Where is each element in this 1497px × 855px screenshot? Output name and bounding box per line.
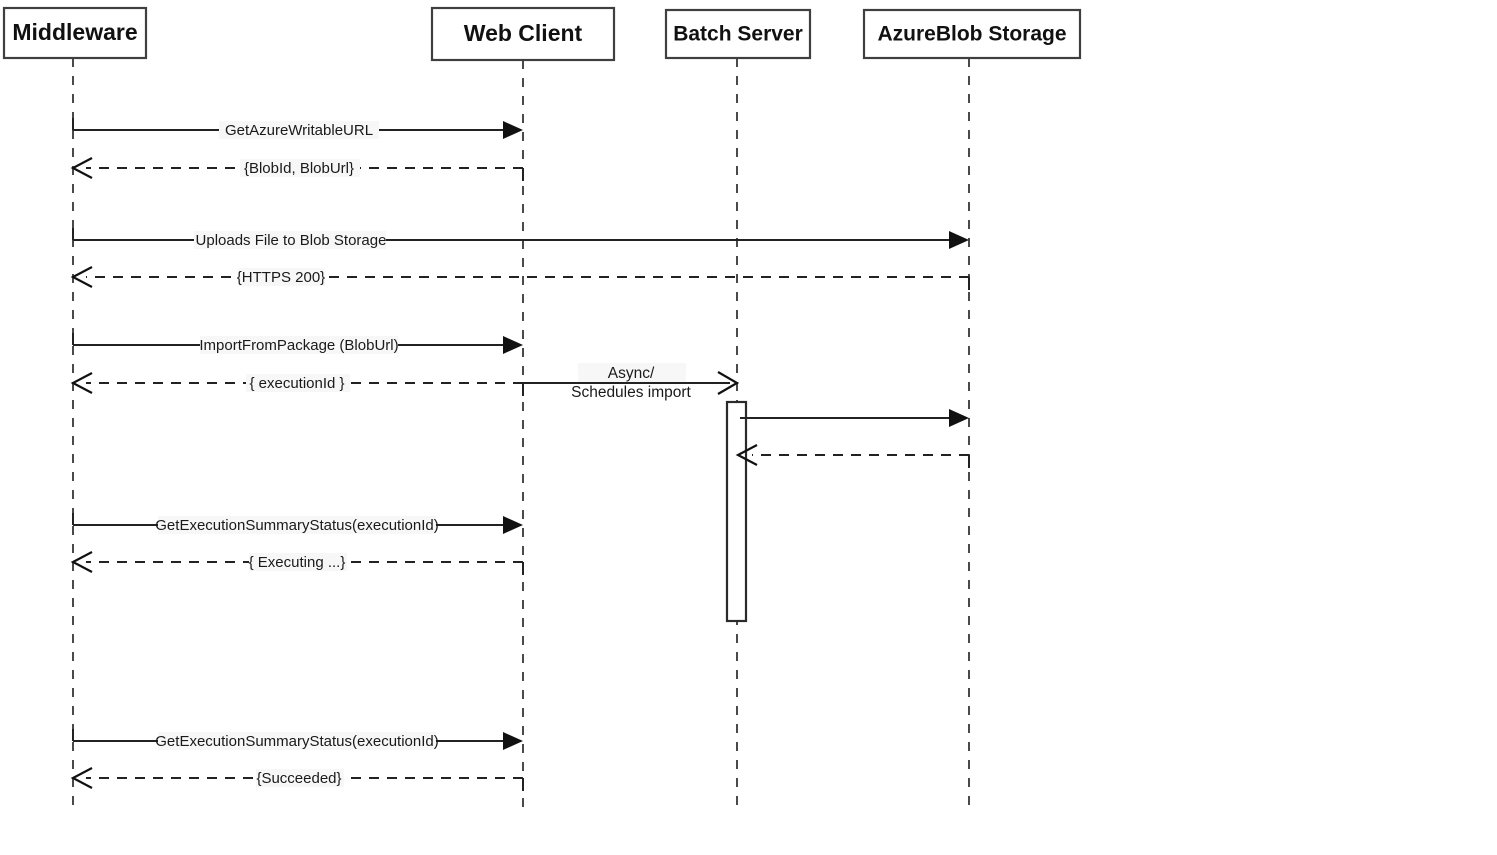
message-label: { Executing ...} xyxy=(249,554,346,571)
arrowhead-right-icon xyxy=(949,409,969,427)
message-executing-return[interactable]: { Executing ...} xyxy=(70,551,524,575)
arrowhead-right-open-icon xyxy=(717,371,740,395)
arrowhead-right-icon xyxy=(503,121,523,139)
message-blob-to-batchserver-return[interactable] xyxy=(735,444,970,468)
participant-label-webclient: Web Client xyxy=(464,20,583,46)
message-label-background xyxy=(256,769,344,787)
arrowhead-left-open-icon xyxy=(70,372,93,394)
message-batchserver-to-blob[interactable] xyxy=(740,409,969,427)
message-label: GetExecutionSummaryStatus(executionId) xyxy=(155,733,438,750)
arrowhead-right-icon xyxy=(949,231,969,249)
message-note-background xyxy=(578,363,686,382)
arrowhead-right-icon xyxy=(503,336,523,354)
message-execution-id-return[interactable]: { executionId } xyxy=(70,372,524,396)
activation-bar-batchserver xyxy=(725,400,748,623)
message-label-background xyxy=(158,516,436,534)
participant-box-webclient[interactable] xyxy=(430,6,616,62)
arrowhead-right-icon xyxy=(503,732,523,750)
message-label: { executionId } xyxy=(249,375,344,392)
message-get-execution-summary-status-2[interactable]: GetExecutionSummaryStatus(executionId) xyxy=(72,729,523,750)
participant-box-blobstorage[interactable] xyxy=(862,8,1082,60)
arrowhead-right-icon xyxy=(503,516,523,534)
message-label: GetExecutionSummaryStatus(executionId) xyxy=(155,517,438,534)
arrowhead-left-open-icon xyxy=(70,266,93,288)
participant-blobstorage[interactable]: AzureBlob Storage xyxy=(862,8,1082,60)
message-label-background xyxy=(239,268,325,286)
message-label-background xyxy=(240,159,360,177)
participant-middleware[interactable]: Middleware xyxy=(2,6,148,60)
arrowhead-left-open-icon xyxy=(735,444,758,466)
message-get-execution-summary-status-1[interactable]: GetExecutionSummaryStatus(executionId) xyxy=(72,513,523,534)
message-note-line-2: Schedules import xyxy=(571,384,691,401)
message-label-background xyxy=(246,374,350,392)
message-blobid-bloburl-return[interactable]: {BlobId, BlobUrl} xyxy=(70,157,524,181)
message-label: Uploads File to Blob Storage xyxy=(196,232,387,249)
arrowhead-left-open-icon xyxy=(70,157,93,179)
participant-box-batchserver[interactable] xyxy=(664,8,812,60)
participant-webclient[interactable]: Web Client xyxy=(430,6,616,62)
message-https-200-return[interactable]: {HTTPS 200} xyxy=(70,266,970,290)
message-label-background xyxy=(158,732,436,750)
participant-box-middleware[interactable] xyxy=(2,6,148,60)
participant-label-middleware: Middleware xyxy=(12,19,137,45)
message-import-from-package[interactable]: ImportFromPackage (BlobUrl) xyxy=(72,333,523,354)
message-label: {HTTPS 200} xyxy=(237,269,325,286)
participant-batchserver[interactable]: Batch Server xyxy=(664,8,812,60)
message-label: {Succeeded} xyxy=(256,770,341,787)
message-label-background xyxy=(219,121,379,139)
message-async-schedules-import[interactable]: Async/ Schedules import xyxy=(523,363,740,401)
message-get-azure-writable-url[interactable]: GetAzureWritableURL xyxy=(72,118,523,139)
participant-label-blobstorage: AzureBlob Storage xyxy=(877,23,1066,46)
message-label-background xyxy=(200,336,398,354)
message-succeeded-return[interactable]: {Succeeded} xyxy=(70,767,524,791)
message-label: {BlobId, BlobUrl} xyxy=(244,160,354,177)
message-label: ImportFromPackage (BlobUrl) xyxy=(199,337,398,354)
message-label-background xyxy=(194,231,386,249)
message-label: GetAzureWritableURL xyxy=(225,122,373,139)
message-uploads-file-to-blob-storage[interactable]: Uploads File to Blob Storage xyxy=(72,228,969,249)
message-note-line-1: Async/ xyxy=(608,365,655,382)
message-label-background xyxy=(249,553,347,571)
participant-label-batchserver: Batch Server xyxy=(673,23,803,46)
arrowhead-left-open-icon xyxy=(70,767,93,789)
lifelines-layer xyxy=(72,58,970,812)
arrowhead-left-open-icon xyxy=(70,551,93,573)
